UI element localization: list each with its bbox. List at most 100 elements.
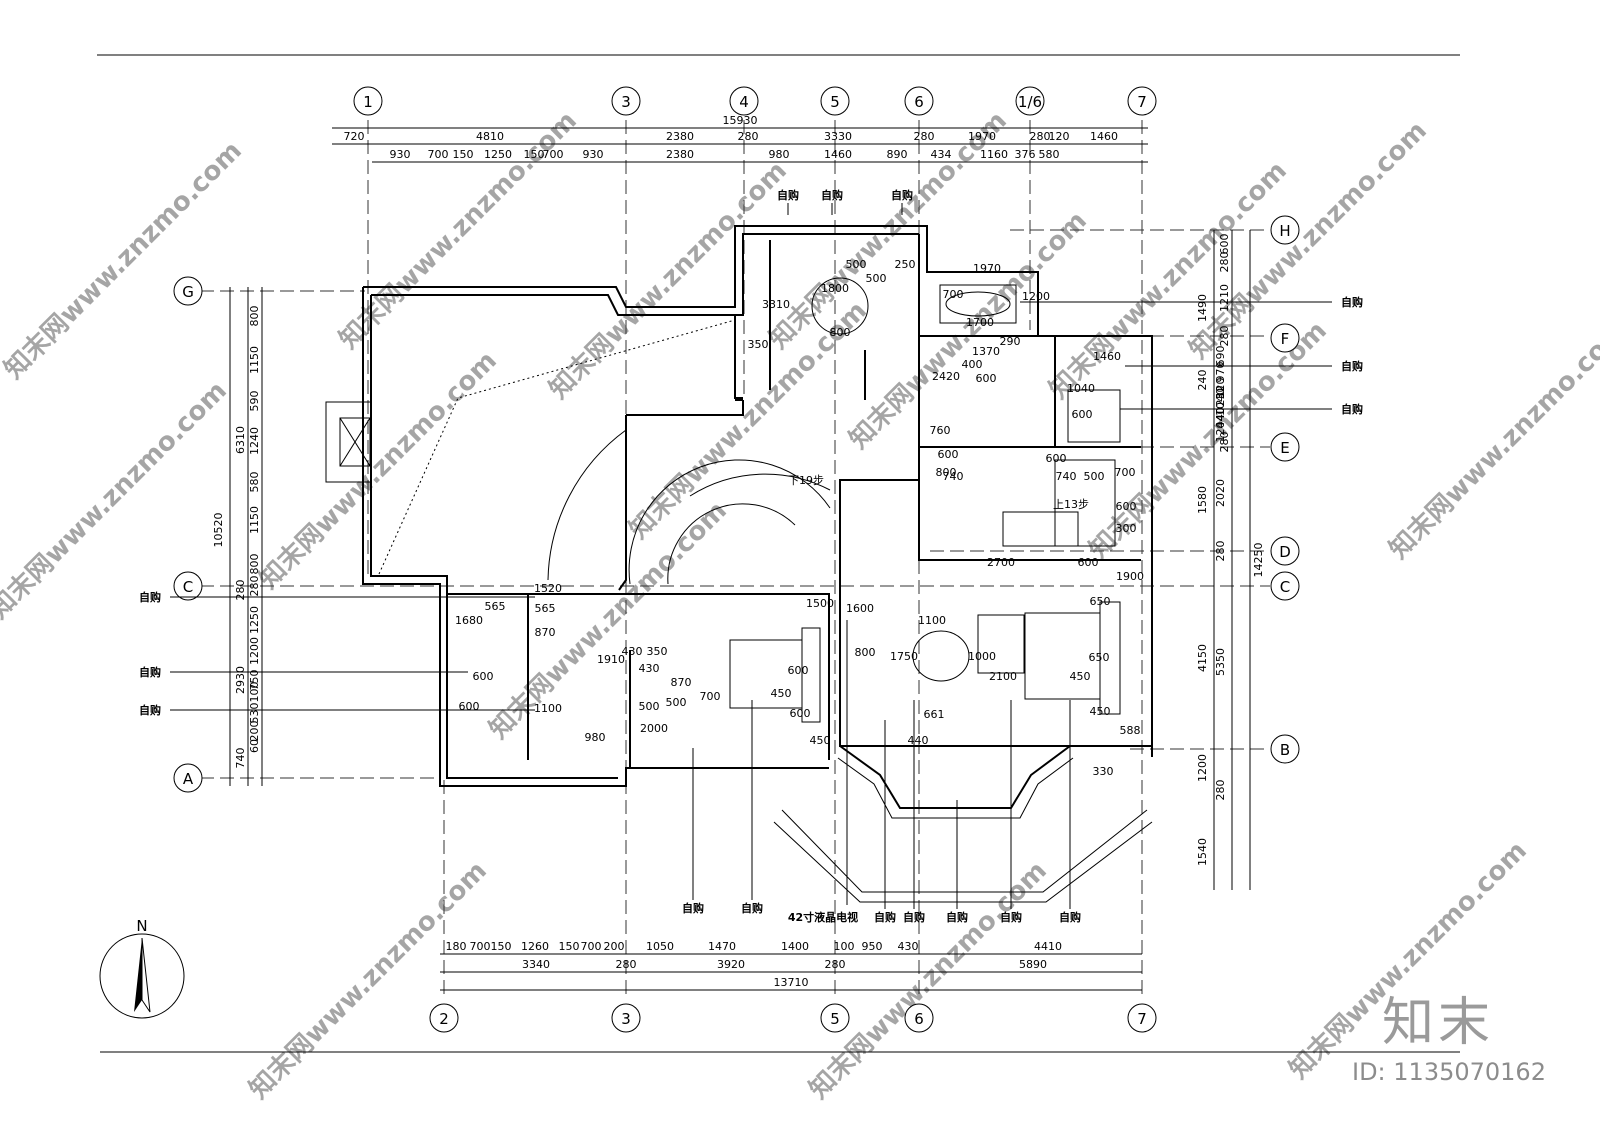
dim-bottom-2: 3920 xyxy=(717,958,745,971)
dim-left-row: 800 xyxy=(248,306,261,327)
room-dimension: 290 xyxy=(1000,335,1021,348)
dim-left-total: 10520 xyxy=(212,513,225,548)
dim-bottom-total: 13710 xyxy=(774,976,809,989)
dim-top-2: 1460 xyxy=(824,148,852,161)
axis-label-bottom: 2 xyxy=(439,1010,449,1028)
dim-top-1: 280 xyxy=(914,130,935,143)
room-dimension: 500 xyxy=(1084,470,1105,483)
dim-right-row: 280 xyxy=(1218,326,1231,347)
room-dimension: 1600 xyxy=(846,602,874,615)
dim-bottom-1: 1260 xyxy=(521,940,549,953)
room-dimension: 588 xyxy=(1120,724,1141,737)
room-dimension: 430 xyxy=(639,662,660,675)
dim-bottom-2: 3340 xyxy=(522,958,550,971)
axis-bubble xyxy=(1270,536,1300,566)
purchased-note: 自购 xyxy=(1341,359,1363,373)
watermark: 知末网www.znzmo.com xyxy=(0,136,248,385)
dim-top-1: 3330 xyxy=(824,130,852,143)
room-dimension: 600 xyxy=(473,670,494,683)
purchased-note: 自购 xyxy=(139,703,161,717)
room-dimension: 1910 xyxy=(597,653,625,666)
dim-right-sub: 280 xyxy=(1214,780,1227,801)
dim-left-row: 800 xyxy=(248,554,261,575)
dim-top-2: 580 xyxy=(1039,148,1060,161)
purchased-note: 自购 xyxy=(903,910,925,924)
room-dimension: 1680 xyxy=(455,614,483,627)
room-dimension: 700 xyxy=(1115,466,1136,479)
axis-bubble xyxy=(1270,734,1300,764)
room-dimension: 450 xyxy=(1070,670,1091,683)
dim-top-2: 1160 xyxy=(980,148,1008,161)
axis-bubble xyxy=(173,763,203,793)
axis-bubble xyxy=(904,86,934,116)
room-dimension: 760 xyxy=(930,424,951,437)
dim-top-1: 280 xyxy=(738,130,759,143)
purchased-note: 自购 xyxy=(1341,402,1363,416)
dim-right-total: 14250 xyxy=(1252,543,1265,578)
dim-top-2: 700 xyxy=(428,148,449,161)
room-dimension: 600 xyxy=(1072,408,1093,421)
axis-label-left: G xyxy=(182,283,194,301)
room-dimension: 600 xyxy=(459,700,480,713)
axis-bubble xyxy=(429,1003,459,1033)
dim-right-sub: 4150 xyxy=(1196,644,1209,672)
dim-bottom-2: 280 xyxy=(616,958,637,971)
dim-left-row: 1240 xyxy=(248,427,261,455)
dim-right-sub: 1490 xyxy=(1196,294,1209,322)
axis-label-top: 3 xyxy=(621,93,631,111)
dim-left-row: 100 xyxy=(248,682,261,703)
room-dimension: 2420 xyxy=(932,370,960,383)
axis-label-bottom: 7 xyxy=(1137,1010,1147,1028)
axis-bubble xyxy=(353,86,383,116)
dim-top-2: 980 xyxy=(769,148,790,161)
room-dimension: 430 xyxy=(622,645,643,658)
dim-bottom-1: 950 xyxy=(862,940,883,953)
room-dimension: 450 xyxy=(771,687,792,700)
dim-bottom-1: 150 xyxy=(559,940,580,953)
axis-label-right: C xyxy=(1280,578,1290,596)
dim-left-sub: 740 xyxy=(234,748,247,769)
axis-bubble xyxy=(1127,86,1157,116)
purchased-note: 自购 xyxy=(1059,910,1081,924)
room-dimension: 2700 xyxy=(987,556,1015,569)
room-dimension: 1800 xyxy=(821,282,849,295)
axis-label-bottom: 3 xyxy=(621,1010,631,1028)
room-dimension: 600 xyxy=(788,664,809,677)
stair-label: 上13步 xyxy=(1053,498,1089,511)
room-dimension: 600 xyxy=(1046,452,1067,465)
dim-bottom-1: 200 xyxy=(604,940,625,953)
walls xyxy=(325,225,1153,903)
dim-top-2: 890 xyxy=(887,148,908,161)
dim-left-row: 530 xyxy=(248,703,261,724)
dim-top-2: 2380 xyxy=(666,148,694,161)
watermark: 知末网www.znzmo.com xyxy=(544,156,793,405)
room-dimension: 450 xyxy=(1090,705,1111,718)
room-dimension: 870 xyxy=(671,676,692,689)
room-dimension: 740 xyxy=(1056,470,1077,483)
dim-top-2: 930 xyxy=(390,148,411,161)
room-dimension: 870 xyxy=(535,626,556,639)
purchased-note: 自购 xyxy=(946,910,968,924)
dim-bottom-2: 5890 xyxy=(1019,958,1047,971)
compass-north-label: N xyxy=(136,917,147,935)
dim-right-row: 280 xyxy=(1218,252,1231,273)
room-dimension: 1500 xyxy=(806,597,834,610)
axis-bubble xyxy=(611,1003,641,1033)
room-dimension: 330 xyxy=(1093,765,1114,778)
dim-right-sub: 1200 xyxy=(1196,754,1209,782)
dim-top-2: 150 xyxy=(524,148,545,161)
dim-left-row: 1250 xyxy=(248,606,261,634)
dim-top-2: 434 xyxy=(931,148,952,161)
axis-bubble xyxy=(1270,215,1300,245)
axis-label-top: 6 xyxy=(914,93,924,111)
room-dimension: 450 xyxy=(810,734,831,747)
bed-right xyxy=(1024,601,1121,715)
room-dimension: 650 xyxy=(1089,651,1110,664)
axis-label-top: 1 xyxy=(363,93,373,111)
axis-label-right: B xyxy=(1280,741,1290,759)
dim-right-row: 970 xyxy=(1214,362,1227,383)
stair-label: 下19步 xyxy=(788,474,824,487)
purchased-note: 自购 xyxy=(777,188,799,202)
